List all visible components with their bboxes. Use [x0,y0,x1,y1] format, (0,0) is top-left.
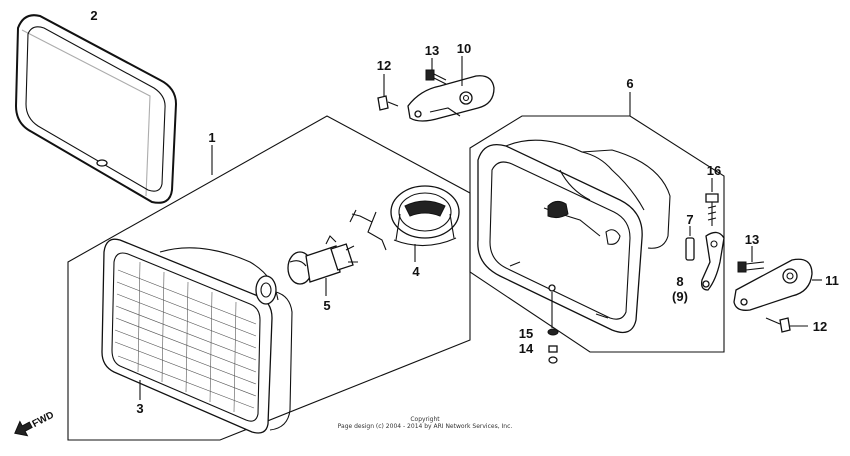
mount-bracket-part-10 [407,75,495,122]
headlight-case-part-6 [477,139,671,334]
label-3: 3 [136,401,143,416]
wire-clip [349,209,387,251]
dust-cover-part-4 [390,185,460,247]
label-7: 7 [686,212,693,227]
label-11: 11 [825,273,839,288]
copyright-line-1: Copyright [410,416,440,423]
copyright-line-2: Page design (c) 2004 - 2014 by ARI Netwo… [337,423,513,430]
assembly-outline-1 [67,115,471,441]
label-10: 10 [457,41,471,56]
headlight-lens-part-3 [101,238,293,434]
mount-bracket-part-11 [733,258,813,311]
collar-part-7 [685,237,695,261]
rim-frame-part-2 [14,14,178,204]
bolt-part-12b [765,317,791,333]
label-6: 6 [626,76,633,91]
label-12a: 12 [377,58,391,73]
label-13b: 13 [745,232,759,247]
bolt-part-13b [737,261,765,273]
bracket-part-8 [700,231,725,291]
label-9: (9) [672,289,688,304]
label-5: 5 [323,298,330,313]
label-8: 8 [676,274,683,289]
label-15: 15 [519,326,533,341]
bolt-part-16 [705,193,719,226]
label-13a: 13 [425,43,439,58]
label-2: 2 [90,8,97,23]
label-12b: 12 [813,319,827,334]
label-16: 16 [707,163,721,178]
bulb-part-5 [287,235,358,285]
bolt-part-12a [377,95,399,111]
label-14: 14 [519,341,534,356]
nut-part-14 [548,345,558,364]
label-1: 1 [208,130,215,145]
case-outline-6 [469,115,725,353]
bolt-part-13a [425,69,447,85]
label-4: 4 [412,264,420,279]
washer-part-15 [547,328,559,336]
